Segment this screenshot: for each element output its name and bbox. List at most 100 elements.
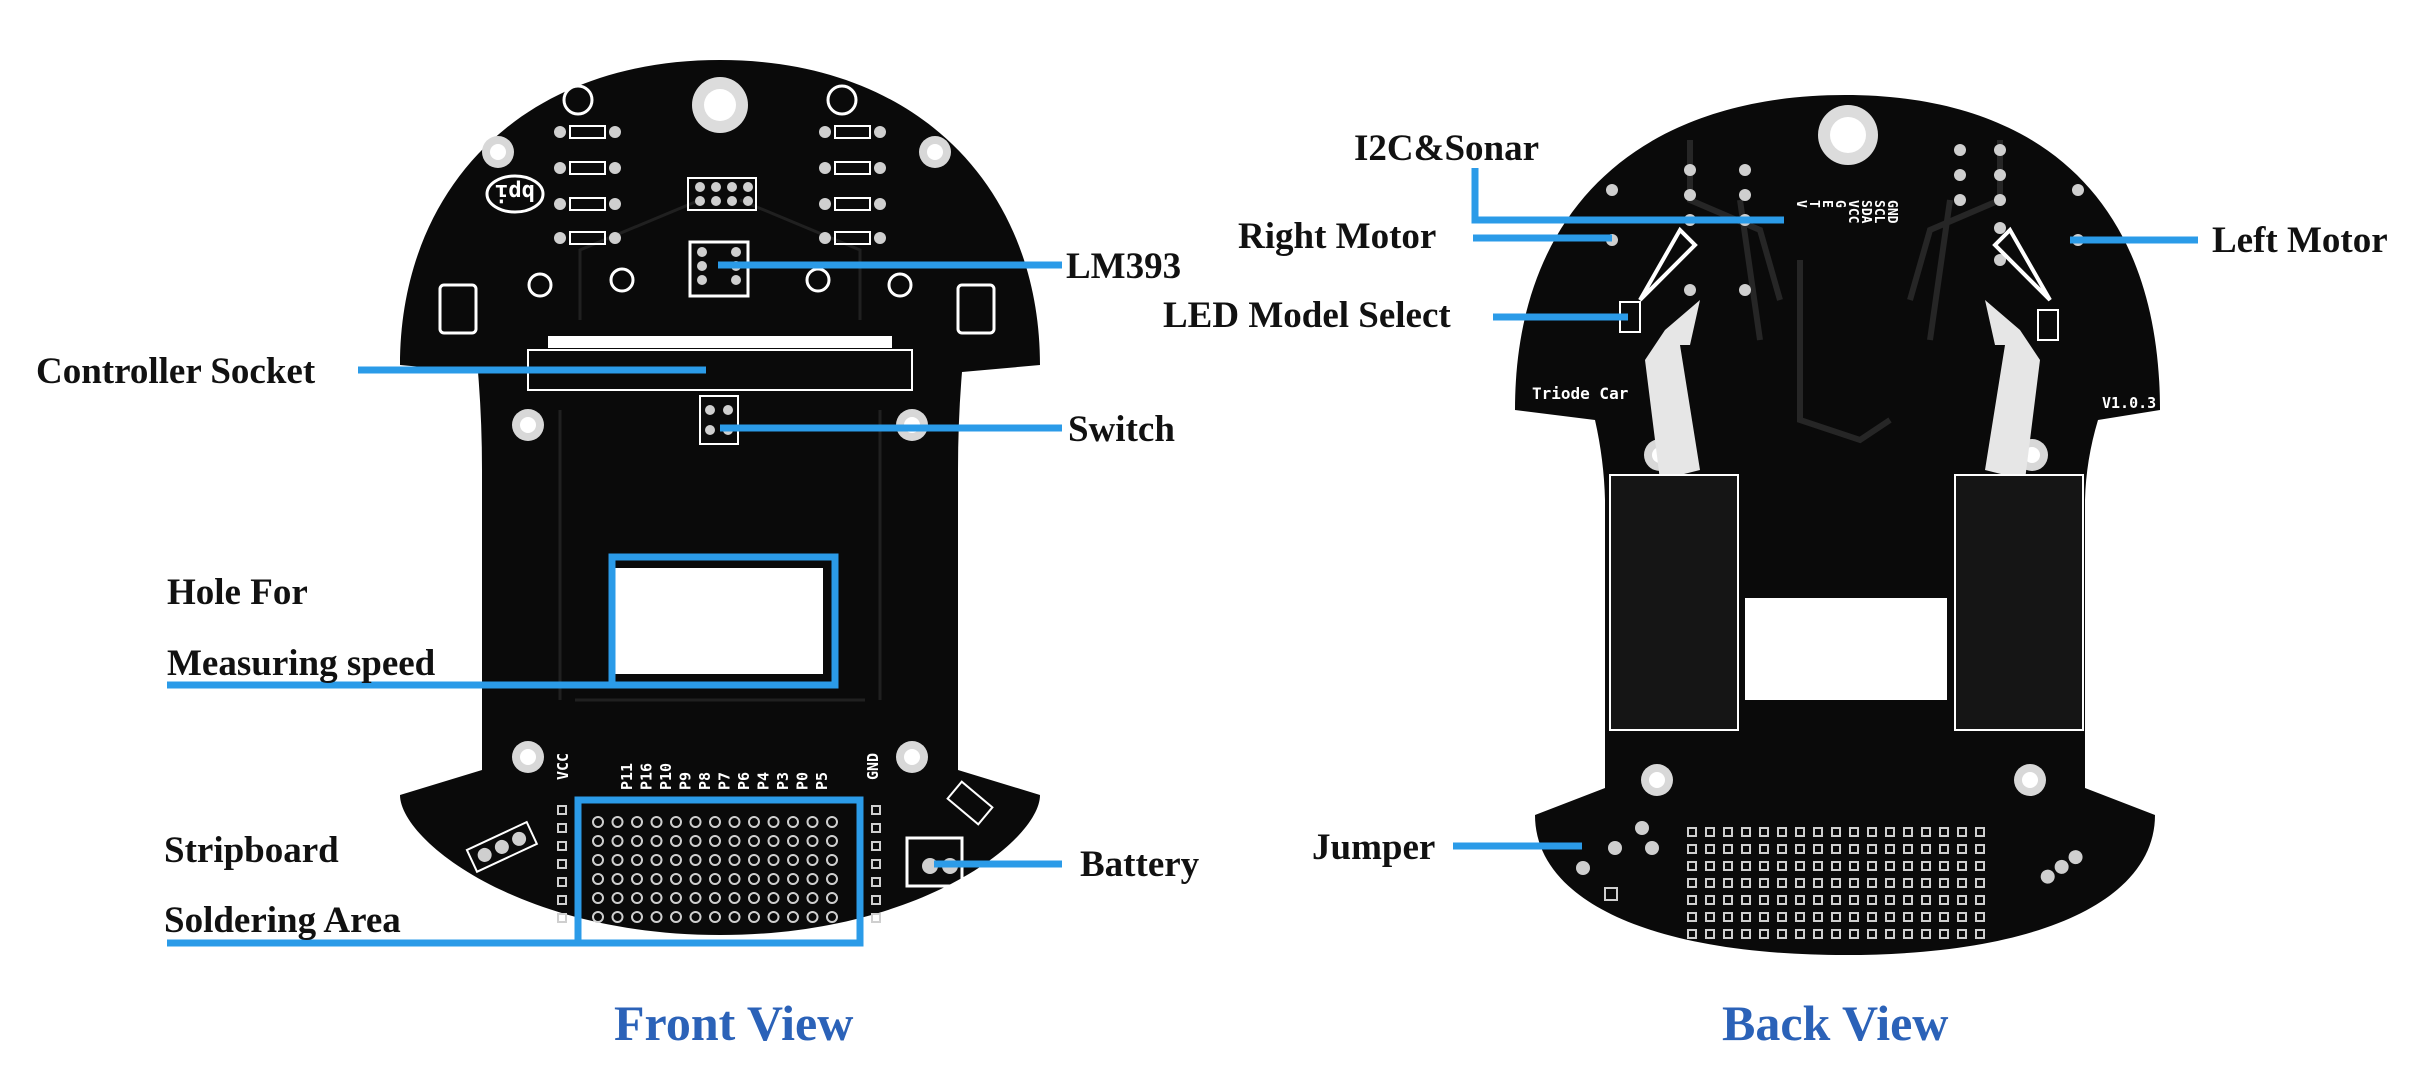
stripboard-hole [806,892,819,904]
stripboard-hole [748,854,760,866]
stripboard-hole [1705,912,1715,922]
stripboard-hole [1921,844,1931,854]
label-hole-line1: Hole For [167,572,308,613]
front-led [805,267,831,293]
stripboard-hole [1795,912,1805,922]
stripboard-hole [1687,912,1697,922]
front-pin-label: P5 [813,772,831,790]
front-side-connector [465,820,539,874]
stripboard-hole [1885,878,1895,888]
stripboard-hole [611,854,624,866]
stripboard-hole [1975,929,1985,939]
front-led [527,272,553,298]
stripboard-hole [1687,861,1697,871]
stripboard-hole [1777,844,1787,854]
stripboard-hole [1885,861,1895,871]
back-silk-arrow-left [1638,226,1698,302]
front-pin-label: P0 [794,772,812,790]
stripboard-hole [1741,895,1751,905]
stripboard-hole [787,854,799,866]
front-potentiometer [438,283,478,335]
stripboard-hole [611,873,624,885]
stripboard-hole [787,873,799,885]
stripboard-hole [1921,929,1931,939]
stripboard-hole [1975,912,1985,922]
stripboard-hole [592,816,604,828]
front-capacitor [826,84,858,116]
back-header-label: SDA [1858,200,1873,224]
stripboard-hole [1705,878,1715,888]
stripboard-hole [1849,827,1859,837]
stripboard-hole [1849,861,1859,871]
front-pin-label: P7 [716,772,734,790]
stripboard-hole [592,854,604,866]
stripboard-hole [1831,912,1841,922]
label-battery: Battery [1080,844,1200,885]
stripboard-hole [1939,827,1949,837]
stripboard-hole [1813,861,1823,871]
stripboard-hole [1939,895,1949,905]
stripboard-hole [806,816,819,828]
label-left-motor: Left Motor [2212,220,2388,261]
stripboard-hole [1903,895,1913,905]
back-motor-pad-right [1985,300,2040,480]
stripboard-hole [1687,844,1697,854]
callout-lines [167,168,2198,947]
stripboard-hole [631,911,643,923]
stripboard-hole [592,835,604,847]
stripboard-hole [1975,844,1985,854]
stripboard-hole [1921,912,1931,922]
stripboard-hole [1867,929,1877,939]
stripboard-hole [767,873,780,885]
stripboard-hole [1759,878,1769,888]
stripboard-hole [1759,827,1769,837]
front-pin-label: P9 [677,772,695,790]
front-speed-hole [615,568,823,674]
stripboard-hole [1831,878,1841,888]
stripboard-hole [1813,878,1823,888]
stripboard-hole [631,892,643,904]
stripboard-hole [592,892,604,904]
stripboard-hole [1957,861,1967,871]
stripboard-hole [1957,929,1967,939]
stripboard-hole [1975,827,1985,837]
stripboard-hole [871,841,881,851]
stripboard-hole [728,911,741,923]
stripboard-hole [1813,895,1823,905]
stripboard-hole [871,805,881,815]
stripboard-hole [1723,912,1733,922]
front-vcc-label: VCC [554,753,572,780]
stripboard-hole [631,854,643,866]
front-pcb-outline [400,60,1040,935]
stripboard-hole [709,854,721,866]
stripboard-hole [748,816,760,828]
front-pin-label: P16 [638,763,656,790]
stripboard-hole [670,911,682,923]
stripboard-hole [1741,827,1751,837]
stripboard-hole [631,816,643,828]
stripboard-hole [1795,844,1805,854]
stripboard-hole [1777,827,1787,837]
stripboard-hole [806,835,819,847]
callout-box-stripboard [574,796,864,947]
stripboard-hole [1975,861,1985,871]
stripboard-hole [1957,827,1967,837]
callout-box-hole [608,553,839,689]
stripboard-hole [1849,929,1859,939]
stripboard-hole [1867,912,1877,922]
stripboard-hole [557,841,567,851]
stripboard-hole [1849,878,1859,888]
front-pin-label: P4 [755,772,773,790]
stripboard-hole [592,911,604,923]
stripboard-hole [1813,827,1823,837]
stripboard-hole [1921,861,1931,871]
stripboard-hole [1849,912,1859,922]
stripboard-hole [1795,895,1805,905]
stripboard-hole [689,854,702,866]
stripboard-hole [748,873,760,885]
stripboard-hole [689,892,702,904]
stripboard-hole [1831,827,1841,837]
